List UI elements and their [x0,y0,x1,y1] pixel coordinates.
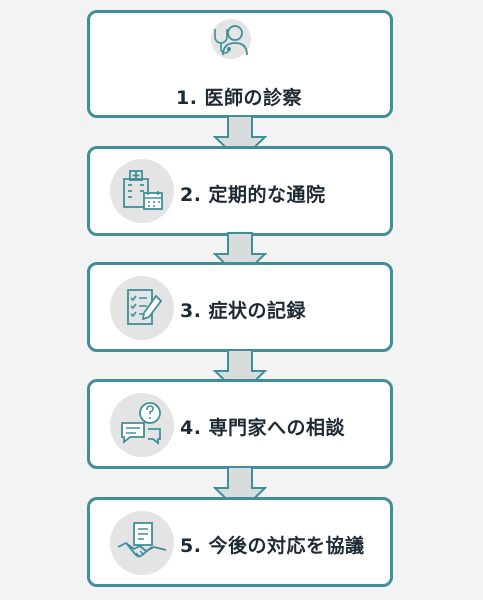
step-box-4: 4. 専門家への相談 [87,379,393,469]
step-label-4: 4. 専門家への相談 [180,417,346,439]
step-label-2: 2. 定期的な通院 [180,184,326,206]
speech-bubbles-question-icon [121,402,161,445]
step-label-3: 3. 症状の記録 [180,300,307,322]
handshake-document-icon [117,522,167,558]
hospital-calendar-icon [123,170,163,210]
step-box-2: 2. 定期的な通院 [87,146,393,236]
step-box-1: 1. 医師の診察 [87,10,393,118]
doctor-stethoscope-icon [211,19,251,59]
step-icon-circle-5 [110,511,174,575]
checklist-pen-icon [127,289,163,325]
step-icon-circle-3 [110,276,174,340]
step-box-3: 3. 症状の記録 [87,262,393,352]
step-label-5: 5. 今後の対応を協議 [180,535,365,557]
step-icon-circle-4 [110,393,174,457]
step-label-1: 1. 医師の診察 [176,87,303,109]
step-icon-circle-2 [110,159,174,223]
step-box-5: 5. 今後の対応を協議 [87,497,393,587]
